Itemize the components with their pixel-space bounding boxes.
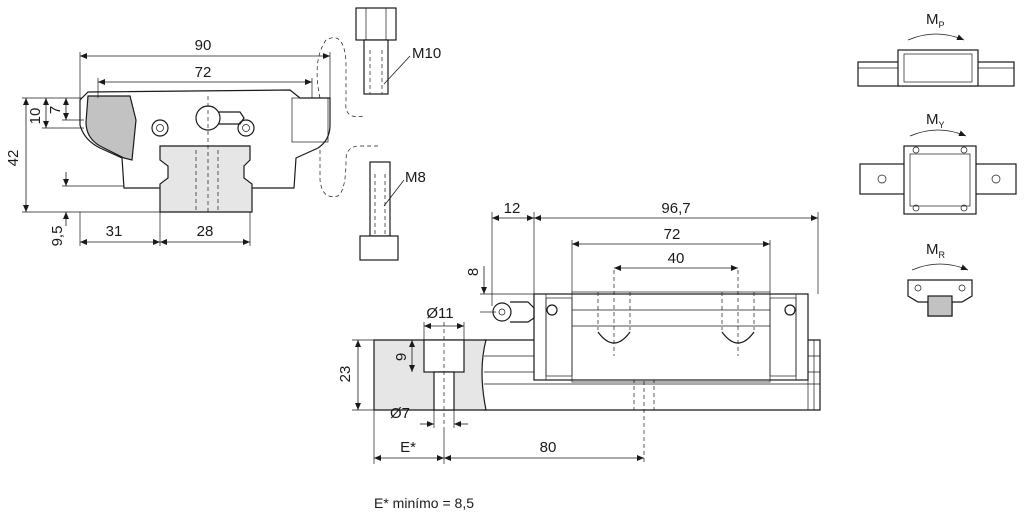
label-m10: M10 (412, 45, 441, 62)
grease-nipple-tip (218, 111, 245, 125)
dim-nipple-12: 12 (504, 200, 521, 217)
carriage-body-front (79, 89, 331, 189)
carriage-side-body (533, 293, 809, 381)
footnote: E* minímo = 8,5 (374, 495, 474, 511)
moment-pitch: MP (857, 11, 1015, 87)
moment-pitch-label: MP (926, 11, 945, 30)
screw-m8-shank (369, 161, 391, 237)
mounting-hole-left (151, 119, 169, 137)
carriage-end-seal-left (85, 95, 137, 161)
dim-bore-depth: 9 (393, 353, 410, 361)
dim-hole-spacing: 40 (668, 250, 685, 267)
screw-m10-head (355, 7, 397, 41)
rail-hole-2 (624, 371, 664, 410)
side-view: 12 96,7 72 40 8 Ø11 9 23 Ø7 (337, 200, 821, 464)
moment-roll-label: MR (926, 241, 946, 260)
mounting-hole-right (237, 119, 255, 137)
dim-rail-height-side: 23 (337, 366, 354, 383)
screw-m10-shank (363, 39, 389, 95)
dim-height-total: 42 (5, 150, 22, 167)
dim-bore-d11: Ø11 (426, 305, 453, 322)
carriage-pitch (897, 49, 979, 87)
dim-height-7: 7 (47, 106, 64, 114)
dim-width-holes: 72 (195, 64, 212, 81)
dim-pitch-80: 80 (540, 439, 557, 456)
front-view: 90 72 42 10 7 9,5 31 28 (5, 37, 331, 247)
dim-offset-31: 31 (106, 223, 123, 240)
dim-rail-height-front: 9,5 (49, 226, 66, 247)
rail-front (159, 145, 253, 213)
moment-yaw-label: MY (926, 111, 945, 130)
dim-length-total: 96,7 (661, 200, 690, 217)
dim-8: 8 (465, 268, 482, 276)
screw-m8-head (359, 235, 399, 261)
moment-roll: MR (907, 241, 973, 317)
label-m8: M8 (405, 169, 426, 186)
screws: M10 M8 (316, 7, 441, 261)
through-hole (433, 371, 455, 411)
dim-height-10: 10 (27, 108, 44, 125)
break-line (316, 37, 378, 197)
moment-yaw: MY (859, 111, 1017, 215)
dim-rail-width-front: 28 (197, 223, 214, 240)
rail-center-bore (195, 150, 219, 212)
dim-e-star: E* (400, 439, 416, 456)
dim-width-total: 90 (195, 37, 212, 54)
carriage-flange-right (291, 97, 329, 143)
dim-hole-d7: Ø7 (390, 405, 410, 422)
dim-length-72: 72 (664, 226, 681, 243)
carriage-yaw (903, 145, 977, 215)
